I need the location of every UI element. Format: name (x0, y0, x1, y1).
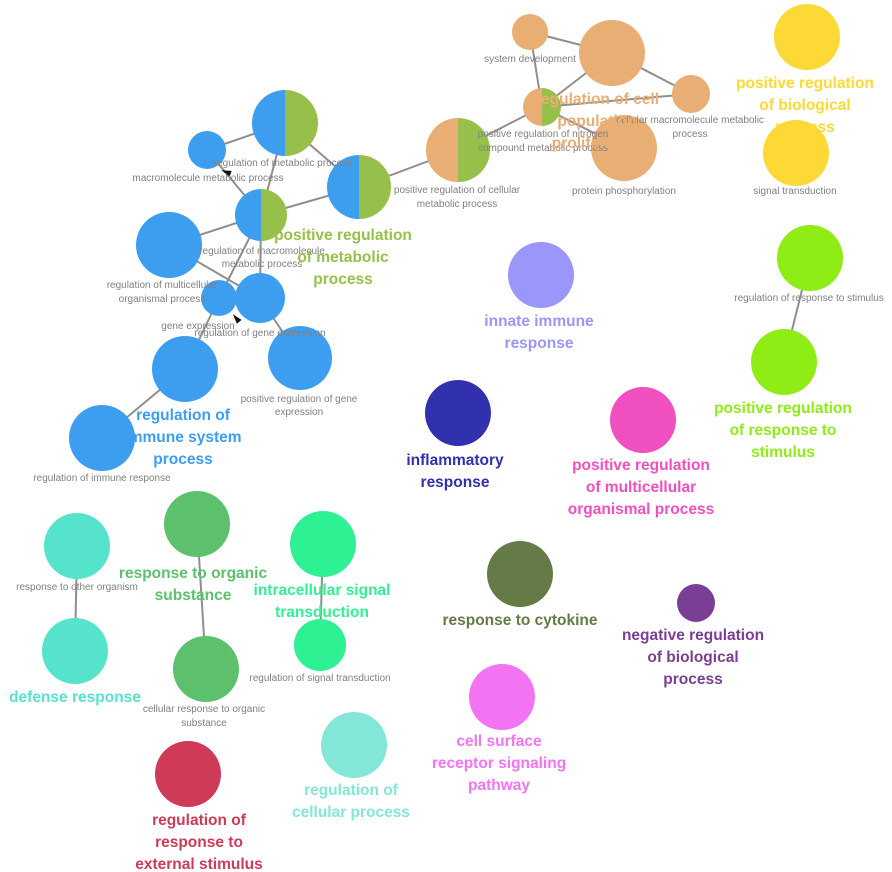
node-reg_gene_expression[interactable] (235, 273, 285, 323)
edge-arrowhead (221, 170, 232, 177)
node-defense_response[interactable] (42, 618, 108, 684)
node-neg_reg_bio[interactable] (677, 584, 715, 622)
node-label-protein_phosphorylation: protein phosphorylation (572, 186, 676, 197)
node-label-macromolecule_metabolic: macromolecule metabolic process (132, 173, 283, 184)
node-response_cytokine[interactable] (487, 541, 553, 607)
node-reg_response_external[interactable] (155, 741, 221, 807)
cluster-label: response to cytokine (442, 612, 597, 629)
node-reg_metabolic[interactable] (252, 90, 318, 156)
node-signal_transduction[interactable] (763, 120, 829, 186)
node-response_other_organism[interactable] (44, 513, 110, 579)
edge-arrowhead (232, 314, 242, 324)
cluster-label: defense response (9, 689, 141, 706)
node-cellular_macromolecule_metabolic[interactable] (672, 75, 710, 113)
node-label-system_development: system development (484, 54, 576, 65)
node-label-signal_transduction: signal transduction (753, 186, 836, 197)
edge-small_tan-cellular_macromolecule_metabolic (541, 93, 692, 108)
node-pos_reg_bio_node[interactable] (774, 4, 840, 70)
node-macromolecule_metabolic[interactable] (188, 131, 226, 169)
node-reg_immune_system[interactable] (152, 336, 218, 402)
node-inflammatory[interactable] (425, 380, 491, 446)
node-pos_reg_multicellular[interactable] (610, 387, 676, 453)
node-label-reg_response_stimulus: regulation of response to stimulus (734, 293, 884, 304)
node-innate_immune[interactable] (508, 242, 574, 308)
node-protein_phosphorylation[interactable] (591, 115, 657, 181)
node-layer (42, 4, 843, 807)
node-label-reg_immune_response: regulation of immune response (33, 473, 171, 484)
node-label-layer: macromolecule metabolic process regulatio… (16, 54, 884, 729)
node-reg_multicellular[interactable] (136, 212, 202, 278)
node-label-reg_metabolic: regulation of metabolic process (214, 158, 352, 169)
node-label-reg_gene_expression: regulation of gene expression (194, 328, 325, 339)
node-pos_reg_response_stimulus[interactable] (751, 329, 817, 395)
node-reg_immune_response[interactable] (69, 405, 135, 471)
node-reg_response_stimulus[interactable] (777, 225, 843, 291)
node-reg_signal_transduction[interactable] (294, 619, 346, 671)
node-cell_pop_prolif[interactable] (579, 20, 645, 86)
node-intracellular_signal[interactable] (290, 511, 356, 577)
node-reg_cellular_process[interactable] (321, 712, 387, 778)
node-pos_reg_gene_expression[interactable] (268, 326, 332, 390)
node-pos_reg_cellular_metabolic[interactable] (327, 155, 391, 219)
node-pos_reg_nitrogen[interactable] (426, 118, 490, 182)
node-small_tan[interactable] (523, 88, 561, 126)
node-label-response_other_organism: response to other organism (16, 582, 138, 593)
node-cellular_response_organic[interactable] (173, 636, 239, 702)
node-label-reg_signal_transduction: regulation of signal transduction (249, 673, 390, 684)
node-gene_expression[interactable] (201, 280, 237, 316)
node-cell_surface_receptor[interactable] (469, 664, 535, 730)
node-system_development[interactable] (512, 14, 548, 50)
node-reg_macromolecule_metabolic[interactable] (235, 189, 287, 241)
node-label-gene_expression: gene expression (161, 321, 234, 332)
node-response_organic[interactable] (164, 491, 230, 557)
